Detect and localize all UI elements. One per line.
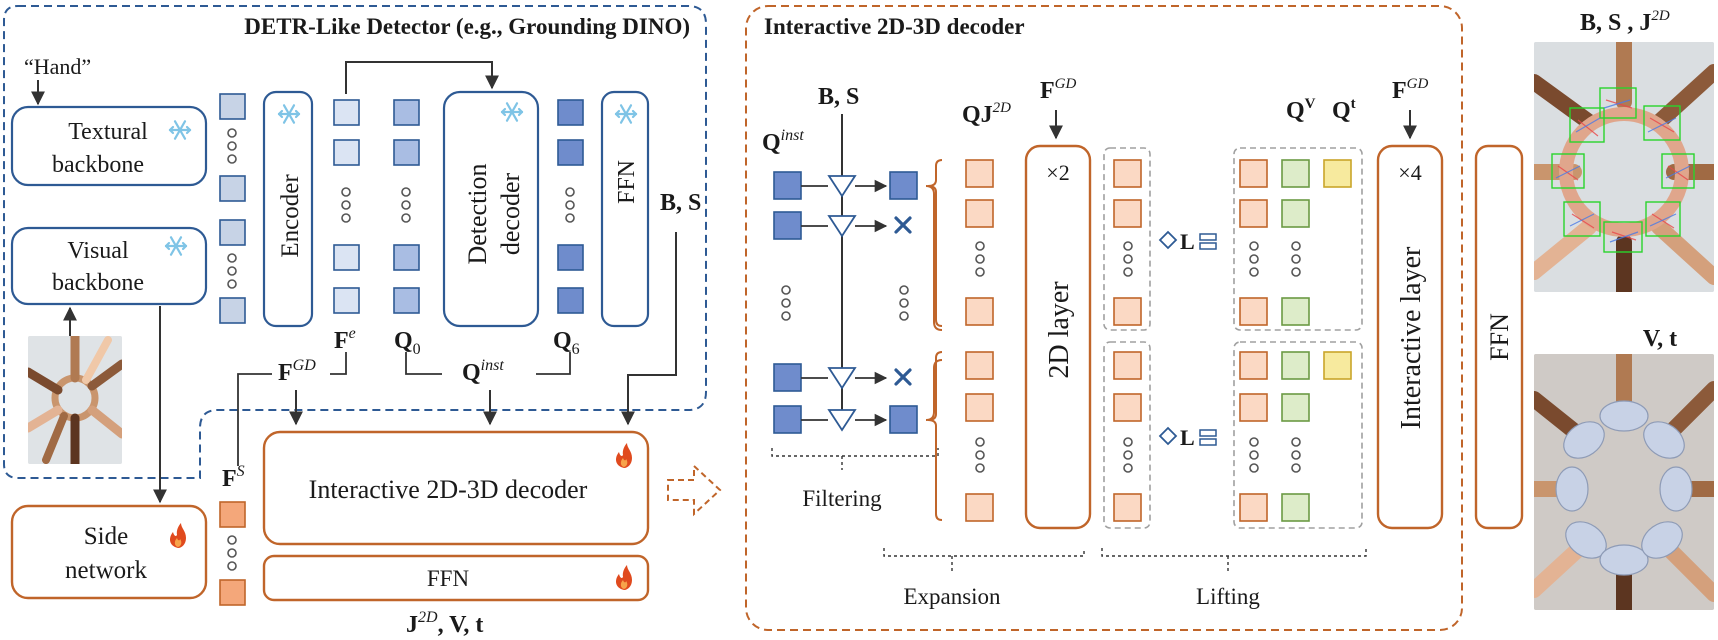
mesh-query-group-bottom: [1233, 341, 1363, 529]
mesh-query-group-top: [1233, 147, 1363, 331]
encoder-block: [262, 90, 314, 328]
q6-query-column: [557, 99, 584, 314]
detection-decoder-line1: Detection: [463, 163, 492, 264]
lifted-column-top: [1113, 159, 1142, 326]
mesh-query-columns-top: [1239, 159, 1352, 326]
fgd-label: FGD: [278, 357, 316, 386]
q6-label: Q6: [553, 328, 580, 358]
decoder-detail-title: Interactive 2D-3D decoder: [764, 14, 1025, 39]
qj2d-query-column-top: [965, 159, 994, 326]
diamond-icon: [1158, 230, 1178, 250]
backbone-feature-column: [219, 93, 246, 324]
detector-ffn-block: [600, 90, 650, 328]
interactive-layer-block: [1376, 144, 1444, 530]
filter-row-1: [773, 171, 918, 200]
filter-dots: [781, 285, 909, 321]
interactive-decoder-block: [262, 430, 650, 546]
diamond-icon: [1158, 426, 1178, 446]
output-3d-label: V, t: [1643, 326, 1677, 352]
filter-row-2: [773, 211, 912, 240]
filter-bs-label: B, S: [818, 84, 859, 110]
textural-backbone: [10, 105, 208, 187]
lifting-operator-bottom: L: [1158, 425, 1217, 450]
side-network-block: [10, 504, 208, 600]
q0-query-column: [393, 99, 420, 314]
side-network-line1: Side: [84, 523, 128, 550]
fgd-2d-label: FGD: [1040, 76, 1077, 104]
expand-arrow-icon: [667, 463, 722, 517]
textural-backbone-line1: Textural: [68, 119, 148, 145]
filter-qinst-label: Qinst: [762, 127, 804, 156]
detr-detector-group: DETR-Like Detector (e.g., Grounding DINO…: [3, 5, 707, 504]
layer-2d-block: [1024, 144, 1092, 530]
detector-bs-output: B, S: [660, 190, 701, 216]
output-2d-label: B, S , J2D: [1580, 8, 1670, 36]
expansion-label: Expansion: [903, 584, 1001, 609]
layer-2d-repeat: ×2: [1046, 160, 1069, 185]
fs-feature-column: [219, 501, 246, 606]
visual-backbone-line1: Visual: [67, 238, 129, 264]
qt-label: Qt: [1332, 96, 1356, 124]
hands-circle-image: [28, 336, 122, 464]
decoder-ffn-label: FFN: [1485, 313, 1514, 361]
svg-text:L: L: [1180, 425, 1195, 450]
input-hands-photo: [28, 336, 122, 464]
qv-label: QV: [1286, 96, 1316, 124]
detector-ffn-label: FFN: [614, 160, 640, 204]
qinst-label: Qinst: [462, 357, 504, 386]
side-network-line2: network: [65, 557, 147, 584]
decoder-detail-panel: [745, 5, 1463, 631]
encoder-label: Encoder: [277, 174, 304, 258]
discard-x-icon: [894, 216, 912, 234]
filter-row-3: [773, 363, 912, 392]
fe-label: Fe: [334, 325, 356, 354]
filter-row-4: [773, 405, 918, 434]
lifted-group-bottom: [1103, 341, 1151, 529]
final-output-label: J2D, V, t: [406, 609, 483, 638]
lifted-group-top: [1103, 147, 1151, 331]
lifted-column-bottom: [1113, 351, 1142, 522]
detection-decoder-line2: decoder: [496, 173, 525, 256]
output-3d-mesh-image: [1534, 354, 1714, 610]
visual-backbone-line2: backbone: [52, 270, 144, 296]
bottom-ffn-label: FFN: [427, 566, 470, 591]
hand-prompt: “Hand”: [24, 54, 91, 79]
qj2d-label: QJ2D: [962, 100, 1011, 128]
decoder-ffn-block: [1474, 144, 1524, 530]
detector-boundary: [3, 5, 707, 479]
expansion-brace: [925, 359, 943, 421]
fgd-interactive-label: FGD: [1392, 76, 1429, 104]
lifting-label: Lifting: [1196, 584, 1260, 609]
output-2d-keypoints-image: [1534, 42, 1714, 292]
textural-backbone-line2: backbone: [52, 152, 144, 178]
svg-text:L: L: [1180, 229, 1195, 254]
layer-2d-label: 2D layer: [1044, 281, 1075, 379]
filtering-label: Filtering: [802, 486, 882, 511]
discard-x-icon: [894, 368, 912, 386]
detector-title: DETR-Like Detector (e.g., Grounding DINO…: [244, 14, 690, 39]
bottom-ffn-block: [262, 554, 650, 602]
qj2d-query-column-bottom: [965, 351, 994, 522]
lifting-operator-top: L: [1158, 229, 1217, 254]
interactive-decoder-label: Interactive 2D-3D decoder: [309, 475, 588, 504]
visual-backbone: [10, 226, 208, 306]
interactive-layer-repeat: ×4: [1398, 160, 1421, 185]
interactive-layer-label: Interactive layer: [1396, 246, 1427, 429]
mesh-query-columns-bottom: [1239, 351, 1352, 522]
fs-label: FS: [222, 463, 245, 492]
q0-label: Q0: [394, 328, 421, 358]
expansion-brace: [925, 185, 943, 331]
detection-decoder-block: [442, 90, 540, 328]
